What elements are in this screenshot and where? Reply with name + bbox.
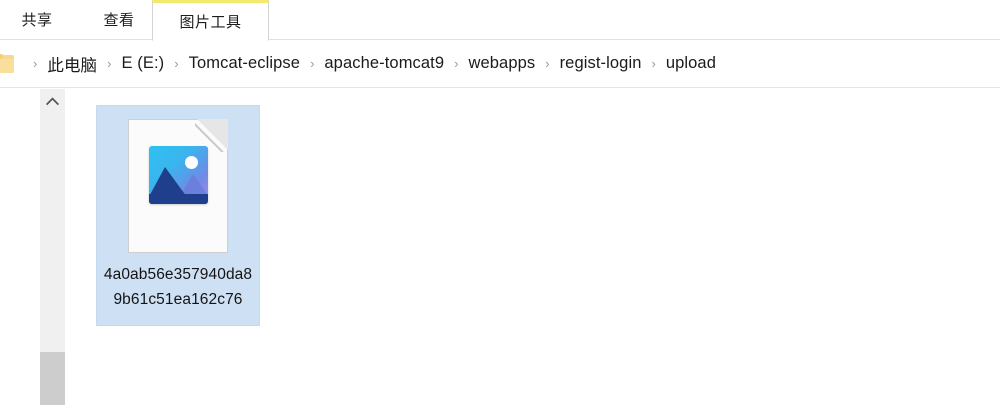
breadcrumb-item-regist-login[interactable]: regist-login — [559, 54, 642, 72]
breadcrumb-separator: › — [107, 56, 112, 71]
tab-view[interactable]: 查看 — [88, 0, 150, 39]
vertical-scrollbar[interactable] — [40, 89, 65, 405]
folder-icon-tab — [0, 53, 3, 58]
breadcrumb-separator: › — [545, 56, 550, 71]
breadcrumb: › 此电脑 › E (E:) › Tomcat-eclipse › apache… — [0, 40, 1000, 88]
tab-picture-tools[interactable]: 图片工具 — [152, 0, 269, 41]
photo-thumbnail — [149, 146, 208, 204]
tab-share[interactable]: 共享 — [6, 0, 68, 39]
folder-icon[interactable] — [0, 53, 14, 74]
chevron-up-icon — [46, 96, 59, 106]
breadcrumb-separator: › — [651, 56, 656, 71]
breadcrumb-item-tomcat-eclipse[interactable]: Tomcat-eclipse — [188, 54, 301, 72]
sun-shape — [185, 156, 198, 169]
breadcrumb-item-upload[interactable]: upload — [665, 54, 716, 72]
breadcrumb-item-webapps[interactable]: webapps — [468, 54, 536, 72]
list-item-label: 4a0ab56e357940da89b61c51ea162c76 — [103, 266, 253, 308]
breadcrumb-item-apache-tomcat9[interactable]: apache-tomcat9 — [324, 54, 445, 72]
tab-picture-tools-label: 图片工具 — [179, 14, 242, 31]
list-item[interactable]: 4a0ab56e357940da89b61c51ea162c76 — [96, 105, 260, 326]
breadcrumb-separator: › — [310, 56, 315, 71]
breadcrumb-separator: › — [454, 56, 459, 71]
mountain-base-shape — [149, 194, 208, 204]
tab-share-label: 共享 — [21, 12, 53, 29]
scroll-up-button[interactable] — [40, 89, 65, 113]
image-file-icon — [128, 119, 228, 253]
ribbon-tab-strip: 共享 查看 图片工具 — [0, 0, 1000, 41]
file-list-pane: 4a0ab56e357940da89b61c51ea162c76 — [0, 89, 1000, 405]
folder-icon-front — [0, 58, 14, 73]
scrollbar-thumb[interactable] — [40, 352, 65, 405]
breadcrumb-separator: › — [174, 56, 179, 71]
breadcrumb-separator: › — [33, 56, 38, 71]
tab-view-label: 查看 — [103, 12, 135, 29]
breadcrumb-item-drive-e[interactable]: E (E:) — [121, 54, 165, 72]
breadcrumb-item-this-pc[interactable]: 此电脑 — [47, 56, 98, 75]
